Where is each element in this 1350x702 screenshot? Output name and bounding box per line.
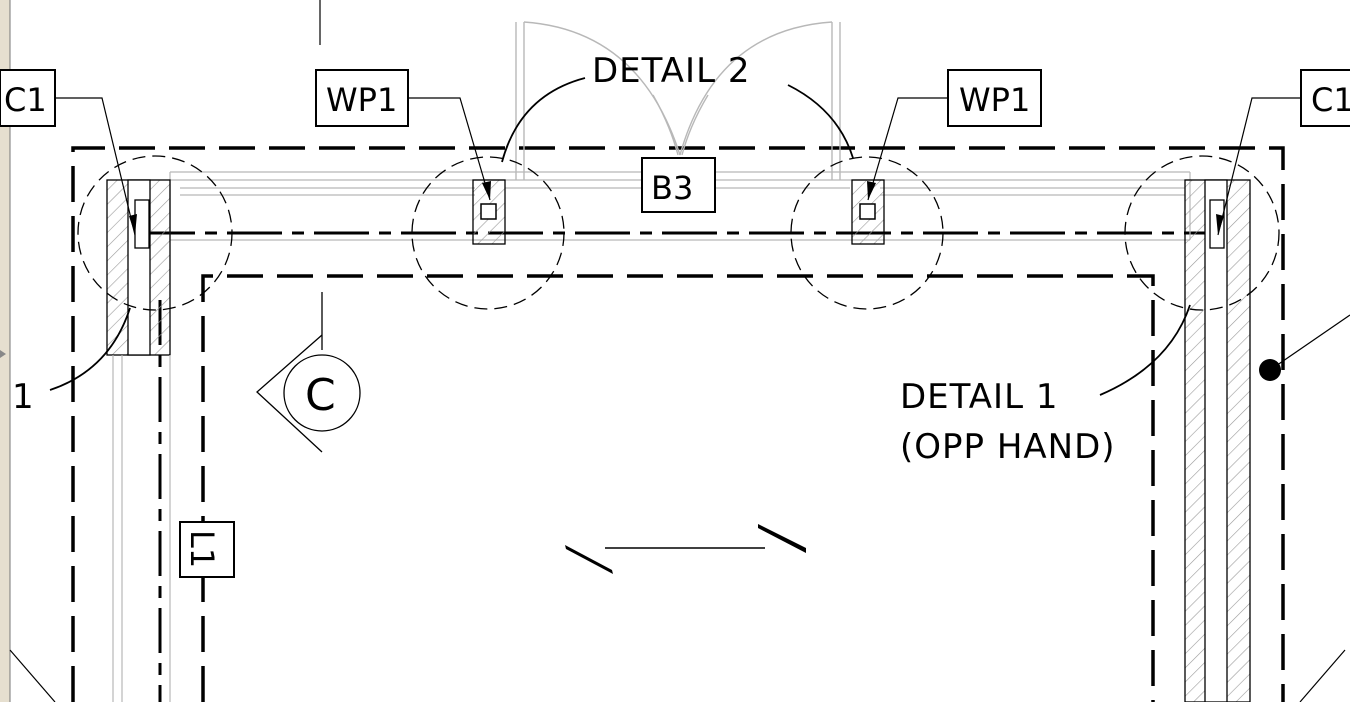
leader-arrowheads <box>129 181 1224 235</box>
tag-wp1-left[interactable]: WP1 <box>315 69 409 127</box>
detail-circle-left <box>77 155 233 311</box>
tag-c1-left-text: C1 <box>4 81 47 119</box>
tag-c1-right[interactable]: C1 <box>1300 69 1350 127</box>
tag-wp1-right[interactable]: WP1 <box>947 69 1042 127</box>
detail-1-partial-label: 1 <box>12 377 35 417</box>
tag-c1-left[interactable]: C1 <box>0 69 56 127</box>
corner-diagonals <box>9 649 1346 702</box>
grid-point-marker <box>1259 314 1350 381</box>
inner-boundary-dashed <box>201 274 1155 702</box>
tag-wp1-left-text: WP1 <box>326 81 397 119</box>
tag-b3[interactable]: B3 <box>641 157 716 213</box>
tag-l1[interactable]: L1 <box>179 521 235 578</box>
tag-c1-right-text: C1 <box>1311 81 1350 119</box>
detail-1-label: DETAIL 1 <box>900 377 1058 417</box>
left-strip-fill <box>0 0 10 702</box>
detail-1-partial-leader <box>49 307 131 391</box>
tag-b3-text: B3 <box>651 169 693 207</box>
tag-wp1-right-text: WP1 <box>959 81 1030 119</box>
door-swing <box>515 21 841 180</box>
detail-1-hand-label: (OPP HAND) <box>900 427 1116 467</box>
section-marker-icon[interactable]: C <box>256 292 361 453</box>
detail-2-leaders <box>501 77 854 163</box>
outer-boundary-dashed <box>71 146 1285 702</box>
tag-leaders <box>55 97 1301 236</box>
detail-1-leader <box>1099 304 1191 396</box>
pan-arrow-icon <box>0 350 6 358</box>
break-line <box>565 524 806 574</box>
right-column <box>1184 179 1251 702</box>
tag-l1-text: L1 <box>183 530 221 568</box>
section-marker-label: C <box>305 370 336 421</box>
detail-circle-wp-left <box>411 156 565 310</box>
detail-circle-wp-right <box>790 156 944 310</box>
detail-circle-right <box>1124 155 1280 311</box>
detail-2-label: DETAIL 2 <box>592 51 750 91</box>
